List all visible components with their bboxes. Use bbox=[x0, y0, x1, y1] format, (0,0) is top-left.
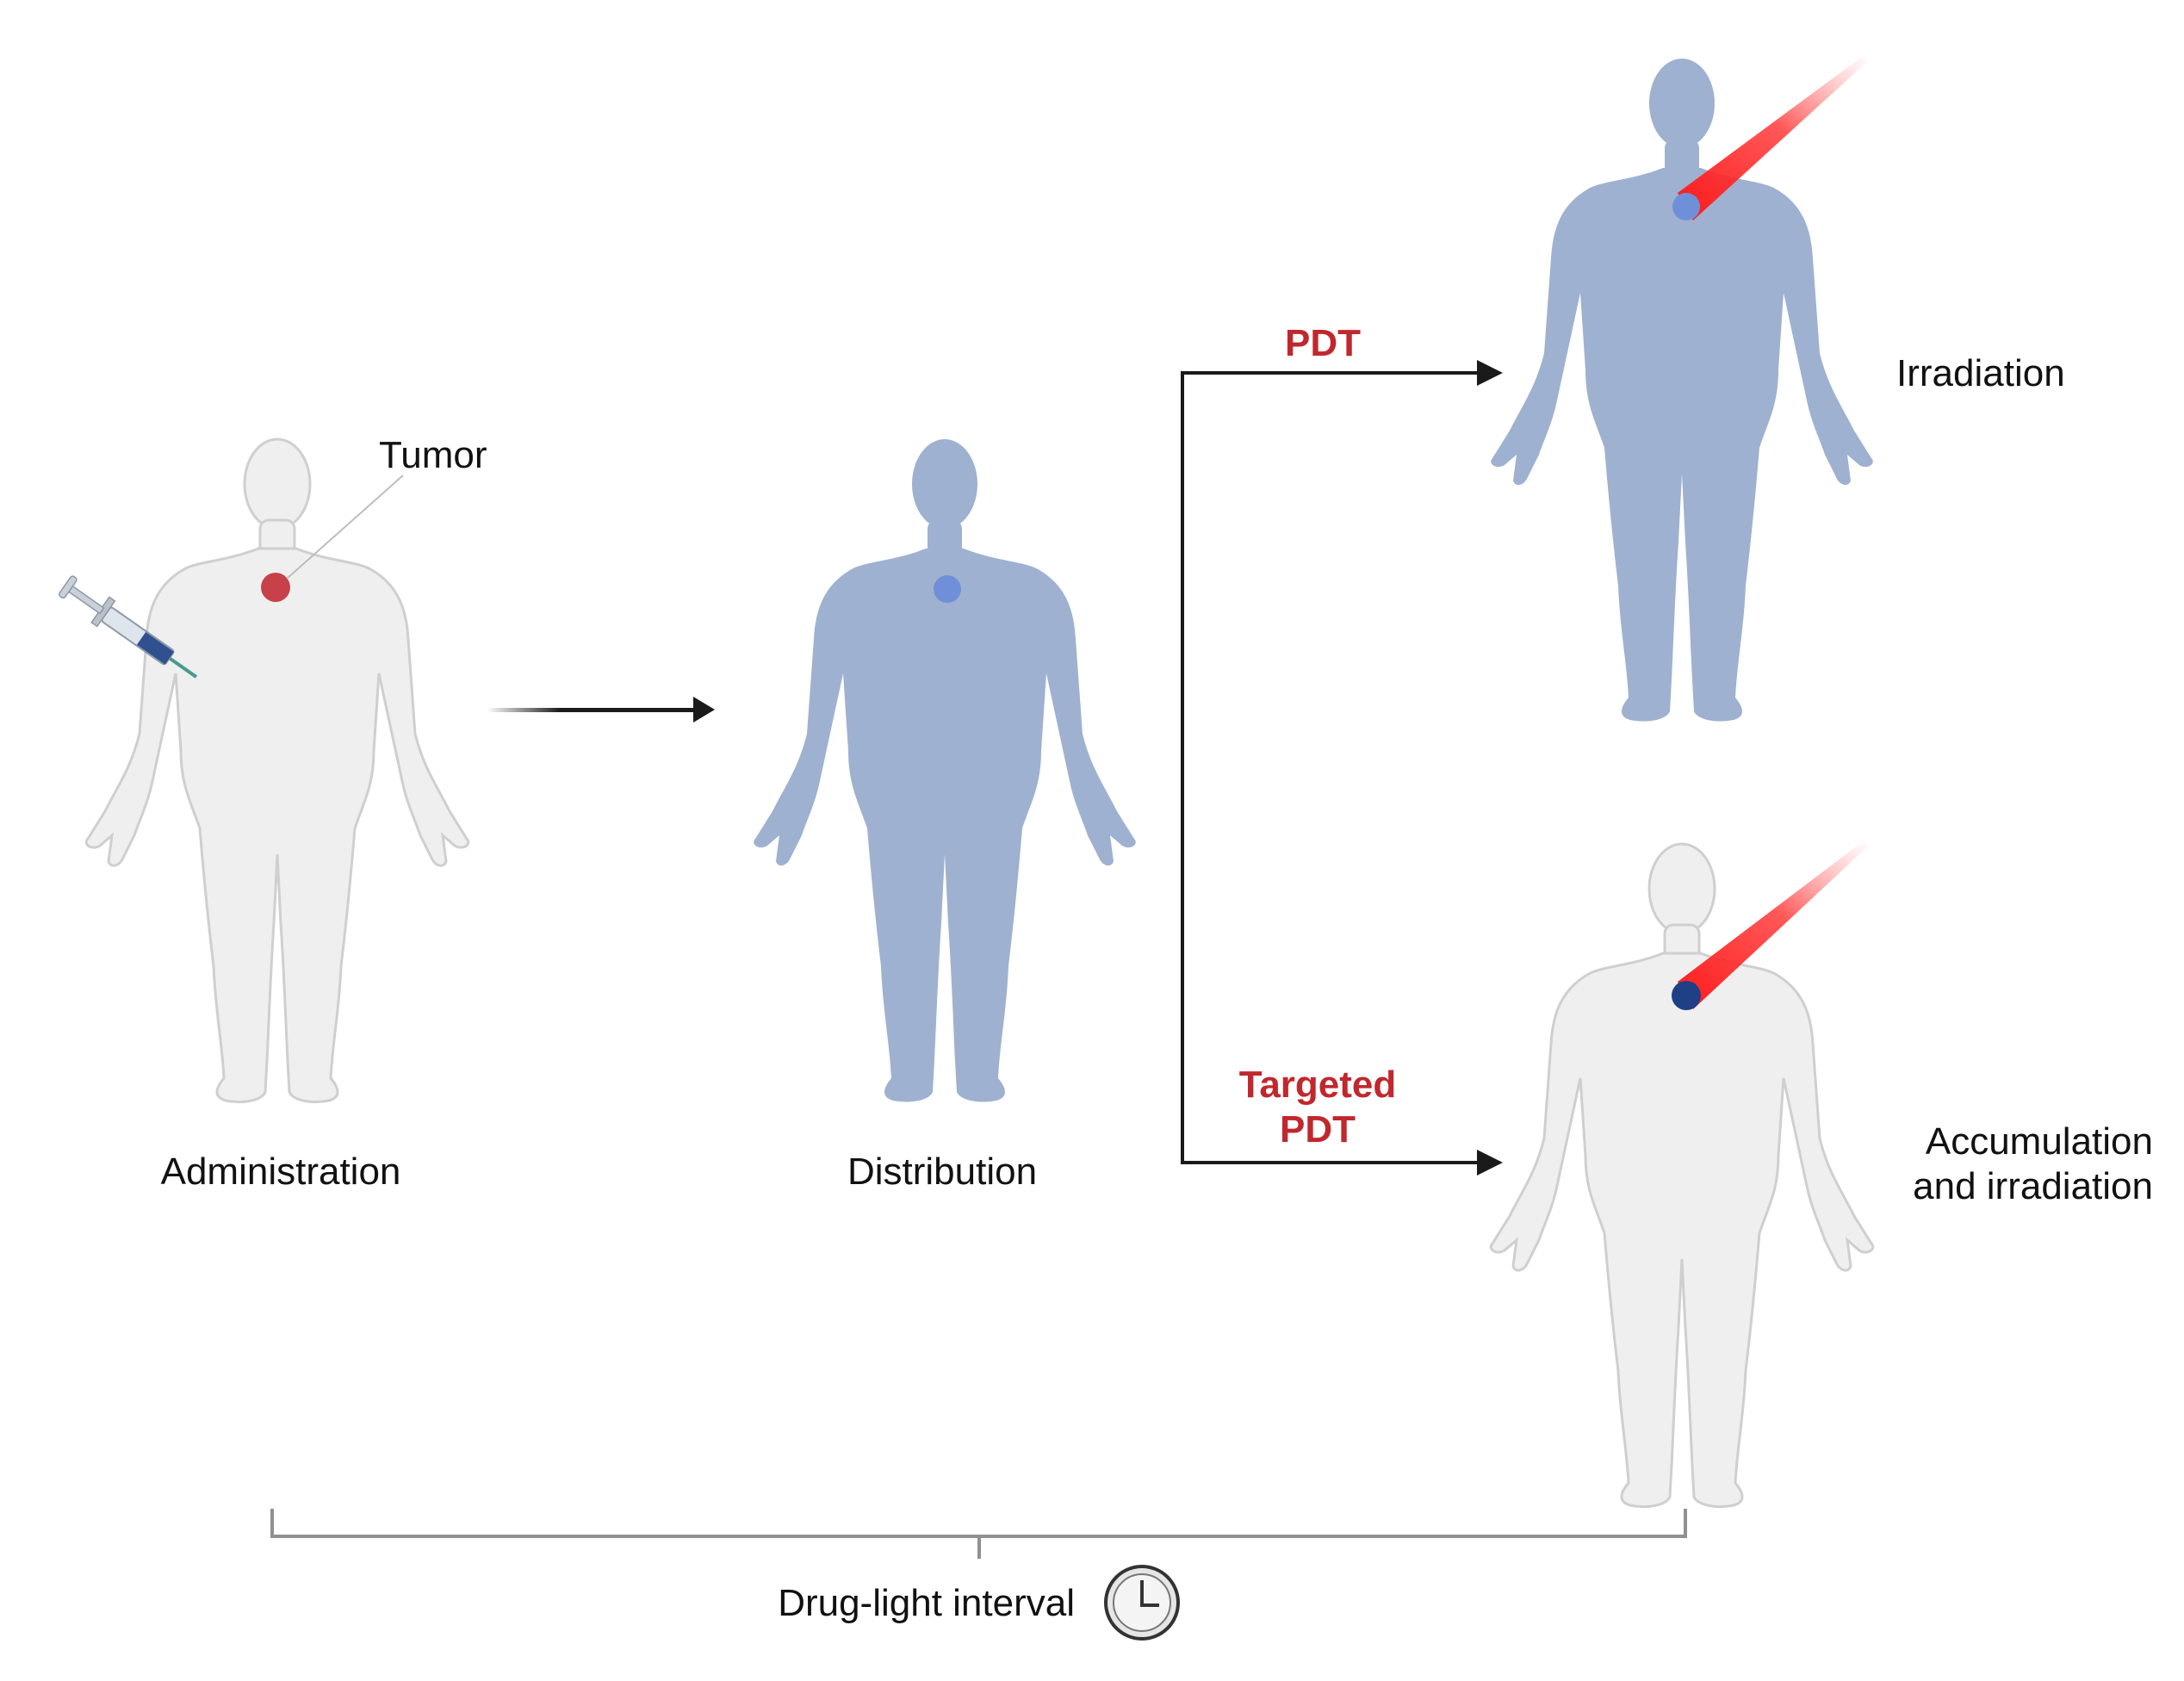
pdt-label: PDT bbox=[1285, 322, 1361, 364]
laser-beam-icon bbox=[1678, 842, 1871, 1009]
accumulation-label-line1: Accumulation bbox=[1926, 1120, 2153, 1163]
figure-irradiation: Irradiation bbox=[1491, 57, 2065, 722]
clock-icon bbox=[1104, 1565, 1180, 1641]
interval-bracket bbox=[270, 1509, 1687, 1559]
human-body-white bbox=[84, 437, 470, 1104]
figure-accumulation: Accumulation and irradiation bbox=[1489, 842, 2153, 1509]
drug-light-interval-label: Drug-light interval bbox=[778, 1582, 1075, 1624]
human-body-blue bbox=[754, 439, 1136, 1102]
targeted-pdt-label-line1: Targeted bbox=[1239, 1064, 1397, 1106]
arrow-head-pdt bbox=[1477, 360, 1503, 386]
figure-administration: Tumor Administration bbox=[58, 434, 487, 1193]
arrow-head-targeted-pdt bbox=[1477, 1150, 1503, 1175]
irradiation-label: Irradiation bbox=[1896, 352, 2065, 394]
tumor-pointer-line bbox=[286, 475, 404, 580]
human-body-white-targeted bbox=[1489, 842, 1875, 1509]
accumulation-label-line2: and irradiation bbox=[1913, 1165, 2153, 1207]
arrow-administration-to-distribution bbox=[487, 697, 715, 723]
laser-beam-icon bbox=[1678, 57, 1871, 220]
administration-label: Administration bbox=[161, 1151, 401, 1193]
branch-connector bbox=[1181, 371, 1490, 1164]
tumor-marker-red bbox=[261, 573, 290, 602]
human-body-blue-irradiated bbox=[1491, 59, 1873, 722]
tumor-label: Tumor bbox=[379, 434, 487, 476]
distribution-label: Distribution bbox=[847, 1151, 1037, 1193]
tumor-marker-dark-blue bbox=[1672, 981, 1701, 1010]
tumor-marker-light-blue-irradiated bbox=[1672, 193, 1700, 220]
figure-distribution: Distribution bbox=[754, 439, 1136, 1193]
syringe-icon bbox=[58, 575, 198, 679]
targeted-pdt-label-line2: PDT bbox=[1280, 1108, 1356, 1151]
tumor-marker-light-blue bbox=[934, 575, 961, 603]
